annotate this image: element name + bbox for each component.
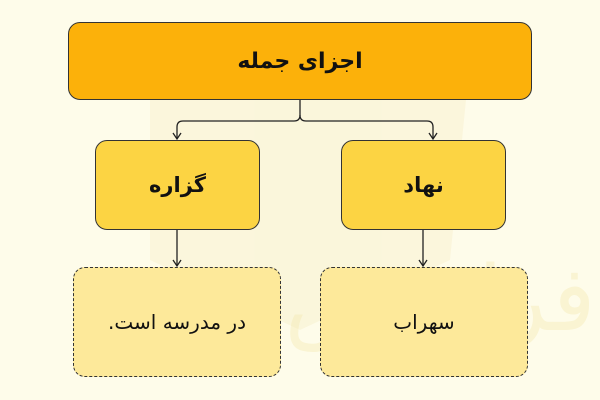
root-node: اجزای جمله	[68, 22, 532, 100]
branch-label-subject: نهاد	[403, 173, 444, 197]
branch-label-predicate: گزاره	[149, 173, 206, 197]
leaf-node-predicate-example: در مدرسه است.	[73, 267, 281, 377]
root-stem	[176, 100, 301, 139]
branch-node-predicate: گزاره	[95, 140, 260, 230]
arrowhead-right	[428, 132, 438, 141]
arrowhead-left-leaf	[172, 259, 182, 268]
arrowhead-right-leaf	[418, 259, 428, 268]
root-stem-right	[299, 114, 434, 139]
leaf-label-subject-example: سهراب	[393, 310, 455, 334]
leaf-node-subject-example: سهراب	[320, 267, 528, 377]
arrowhead-left	[172, 132, 182, 141]
branch-node-subject: نهاد	[341, 140, 506, 230]
leaf-label-predicate-example: در مدرسه است.	[108, 310, 246, 334]
root-label: اجزای جمله	[237, 48, 363, 74]
